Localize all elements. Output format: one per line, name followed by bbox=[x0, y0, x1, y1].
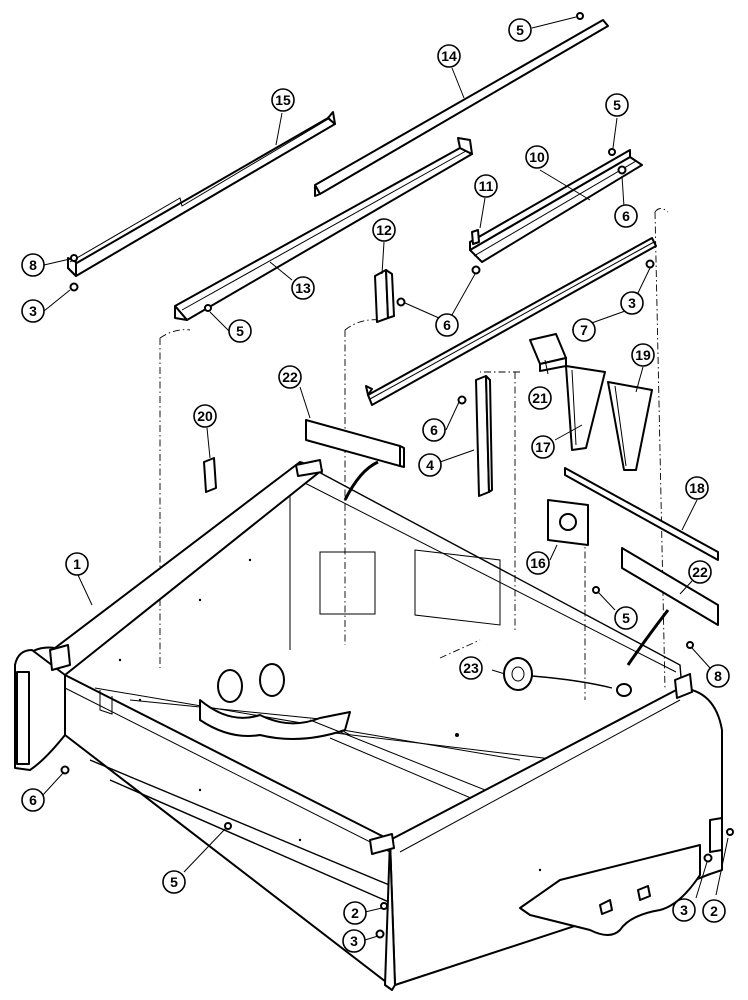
callout-label: 23 bbox=[463, 660, 479, 676]
callout-17: 17 bbox=[531, 435, 555, 459]
callout-6: 6 bbox=[614, 204, 638, 228]
callout-label: 10 bbox=[529, 149, 545, 165]
callout-5: 5 bbox=[605, 93, 629, 117]
callout-label: 8 bbox=[29, 257, 37, 273]
callout-5: 5 bbox=[228, 319, 252, 343]
callout-2: 2 bbox=[702, 899, 726, 923]
callout-label: 20 bbox=[197, 408, 213, 424]
callout-3: 3 bbox=[672, 898, 696, 922]
callout-4: 4 bbox=[418, 453, 442, 477]
callout-10: 10 bbox=[525, 145, 549, 169]
callout-label: 5 bbox=[170, 874, 178, 890]
part-16-bearing-plate bbox=[547, 499, 589, 546]
callout-label: 13 bbox=[295, 280, 311, 296]
callout-label: 3 bbox=[680, 902, 688, 918]
callout-18: 18 bbox=[685, 476, 709, 500]
callout-label: 15 bbox=[275, 92, 291, 108]
callout-label: 22 bbox=[282, 369, 298, 385]
part-22-plate-lower bbox=[621, 547, 719, 626]
callout-label: 4 bbox=[426, 457, 434, 473]
callout-label: 16 bbox=[530, 555, 546, 571]
part-10-channel bbox=[469, 149, 643, 263]
callout-2: 2 bbox=[343, 901, 367, 925]
callout-label: 5 bbox=[622, 610, 630, 626]
callout-label: 2 bbox=[351, 905, 359, 921]
callout-label: 2 bbox=[710, 903, 718, 919]
callout-6: 6 bbox=[422, 418, 446, 442]
part-23-pulley bbox=[503, 657, 632, 697]
callout-label: 5 bbox=[613, 97, 621, 113]
callout-5: 5 bbox=[614, 606, 638, 630]
part-21-bracket bbox=[529, 333, 567, 372]
callout-3: 3 bbox=[21, 299, 45, 323]
callout-7: 7 bbox=[572, 318, 596, 342]
callout-16: 16 bbox=[526, 551, 550, 575]
callout-1: 1 bbox=[65, 552, 89, 576]
callout-label: 19 bbox=[635, 347, 651, 363]
part-11-bolt bbox=[471, 229, 480, 245]
part-15-rail bbox=[67, 111, 336, 277]
callout-23: 23 bbox=[459, 656, 483, 680]
part-7-rail bbox=[365, 237, 657, 406]
callout-label: 11 bbox=[479, 178, 494, 194]
callout-15: 15 bbox=[271, 88, 295, 112]
part-13-rail bbox=[174, 137, 473, 321]
callout-22: 22 bbox=[278, 365, 302, 389]
callout-5: 5 bbox=[508, 18, 532, 42]
callout-label: 3 bbox=[350, 933, 358, 949]
callout-label: 12 bbox=[376, 222, 392, 238]
part-19-gusset bbox=[607, 381, 653, 471]
callout-6: 6 bbox=[435, 313, 459, 337]
callout-label: 22 bbox=[692, 564, 708, 580]
callout-11: 11 bbox=[474, 174, 498, 198]
part-20-plate bbox=[203, 457, 217, 493]
callout-label: 17 bbox=[535, 439, 551, 455]
callout-label: 14 bbox=[441, 48, 457, 64]
hopper-body bbox=[14, 459, 723, 991]
callout-8: 8 bbox=[706, 664, 730, 688]
callout-label: 1 bbox=[73, 556, 81, 572]
callout-12: 12 bbox=[372, 218, 396, 242]
callout-8: 8 bbox=[21, 253, 45, 277]
leader-lines bbox=[41, 16, 729, 941]
callouts: 1 2 2 3 3 3 3 4 5 5 5 5 5 6 6 6 6 7 8 8 … bbox=[21, 18, 730, 953]
callout-22: 22 bbox=[688, 560, 712, 584]
callout-label: 3 bbox=[628, 295, 636, 311]
part-17-gusset bbox=[565, 365, 606, 451]
callout-label: 7 bbox=[580, 322, 588, 338]
callout-3: 3 bbox=[342, 929, 366, 953]
callout-19: 19 bbox=[631, 343, 655, 367]
callout-3: 3 bbox=[620, 291, 644, 315]
callout-label: 3 bbox=[29, 303, 37, 319]
callout-label: 6 bbox=[443, 317, 451, 333]
callout-14: 14 bbox=[437, 44, 461, 68]
callout-label: 5 bbox=[516, 22, 524, 38]
callout-label: 5 bbox=[236, 323, 244, 339]
callout-label: 8 bbox=[714, 668, 722, 684]
callout-5: 5 bbox=[162, 870, 186, 894]
part-4-bar bbox=[475, 375, 493, 497]
callout-label: 6 bbox=[622, 208, 630, 224]
part-22-plate-upper bbox=[305, 419, 405, 468]
callout-20: 20 bbox=[193, 404, 217, 428]
callout-label: 6 bbox=[430, 422, 438, 438]
part-18-rail bbox=[564, 467, 719, 561]
callout-13: 13 bbox=[291, 276, 315, 300]
hardware bbox=[60, 12, 734, 939]
part-14-rail bbox=[314, 19, 609, 197]
callout-label: 18 bbox=[689, 480, 705, 496]
callout-label: 6 bbox=[29, 792, 37, 808]
callout-label: 21 bbox=[532, 390, 548, 406]
callout-21: 21 bbox=[528, 386, 552, 410]
belt-curves bbox=[343, 460, 670, 666]
callout-6: 6 bbox=[21, 788, 45, 812]
part-12-bracket bbox=[374, 269, 395, 323]
